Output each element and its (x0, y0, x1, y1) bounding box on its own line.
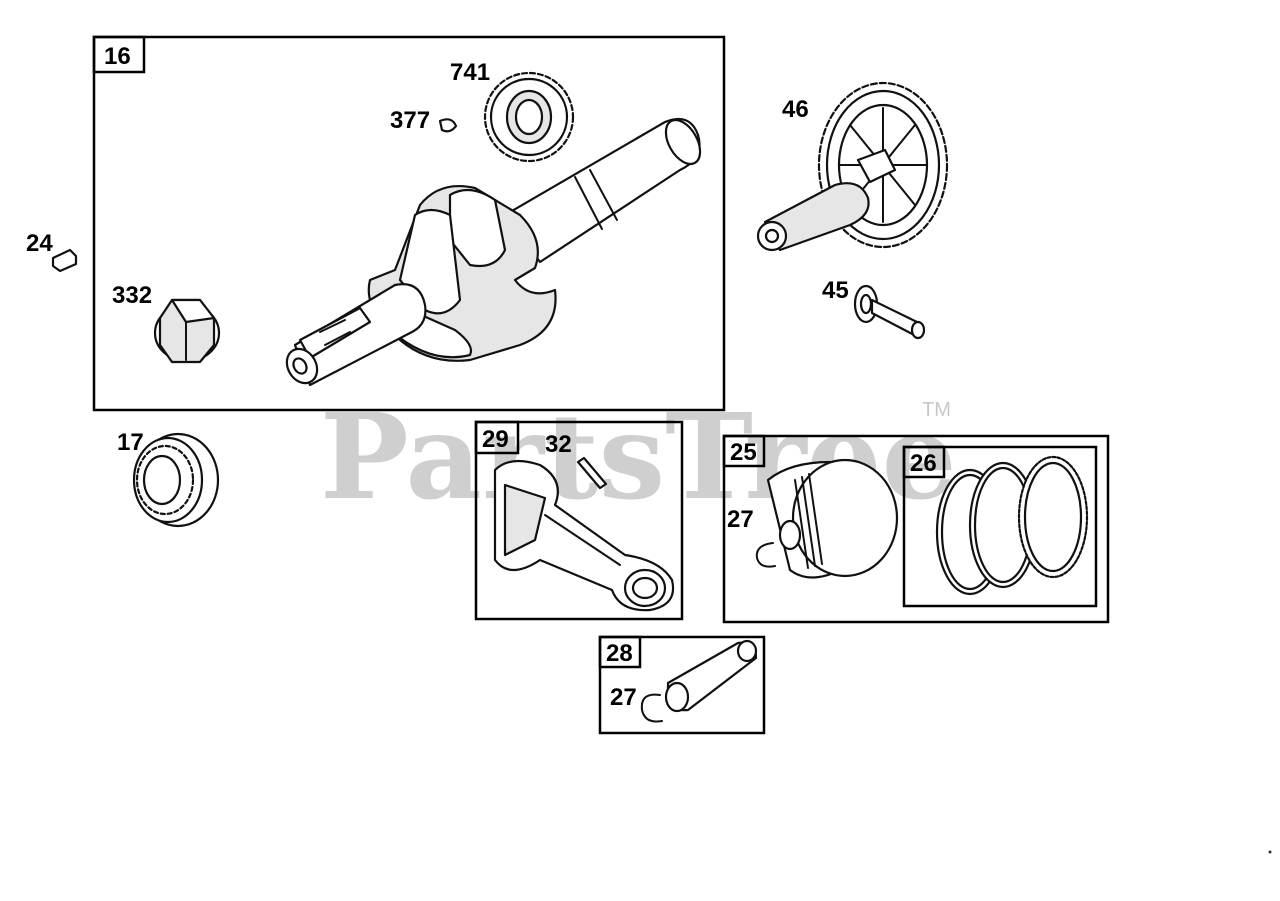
connecting-rod-kit-frame (474, 420, 684, 621)
key-24-part[interactable] (51, 248, 78, 273)
connecting-rod-part[interactable] (493, 459, 675, 612)
governor-shaft-part[interactable] (853, 284, 926, 340)
callout-46[interactable]: 46 (782, 96, 809, 123)
callout-27-pin[interactable]: 27 (610, 684, 637, 711)
stray-mark (1268, 850, 1272, 854)
piston-assembly-number[interactable]: 25 (730, 439, 757, 466)
ring-set-number-box (902, 445, 946, 479)
camshaft-gear-part[interactable] (756, 81, 949, 252)
connecting-rod-kit-number[interactable]: 29 (482, 426, 509, 453)
callout-32[interactable]: 32 (545, 431, 572, 458)
ring-set-number[interactable]: 26 (910, 450, 937, 477)
piston-assembly-frame (722, 434, 1110, 624)
piston-rings-part[interactable] (935, 455, 1089, 596)
callout-377[interactable]: 377 (390, 107, 430, 134)
callout-17[interactable]: 17 (117, 429, 144, 456)
crankshaft-kit-number-box (92, 35, 146, 74)
crankshaft-kit-number[interactable]: 16 (104, 43, 131, 70)
woodruff-key-part[interactable] (438, 118, 458, 133)
crankshaft-part[interactable] (281, 114, 707, 388)
timing-gear-part[interactable] (483, 71, 575, 163)
callout-27-piston[interactable]: 27 (727, 506, 754, 533)
crankshaft-kit-frame (92, 35, 726, 412)
watermark-trademark: TM (922, 399, 951, 421)
callout-24[interactable]: 24 (26, 230, 53, 257)
ring-set-frame (902, 445, 1098, 608)
ball-bearing-part[interactable] (132, 432, 220, 528)
callout-332[interactable]: 332 (112, 282, 152, 309)
pin-kit-number-box (598, 635, 642, 669)
pin-kit-frame (598, 635, 766, 735)
pin-kit-number[interactable]: 28 (606, 640, 633, 667)
piston-pin-retainer-part[interactable] (755, 542, 776, 568)
connecting-rod-kit-number-box (474, 420, 520, 455)
pin-retainer-part[interactable] (640, 693, 663, 723)
rod-screw-part[interactable] (576, 456, 608, 490)
callout-741[interactable]: 741 (450, 59, 490, 86)
piston-assembly-number-box (722, 434, 766, 468)
piston-part[interactable] (766, 458, 899, 579)
flange-nut-part[interactable] (153, 298, 221, 364)
piston-pin-part[interactable] (664, 639, 758, 713)
callout-45[interactable]: 45 (822, 277, 849, 304)
